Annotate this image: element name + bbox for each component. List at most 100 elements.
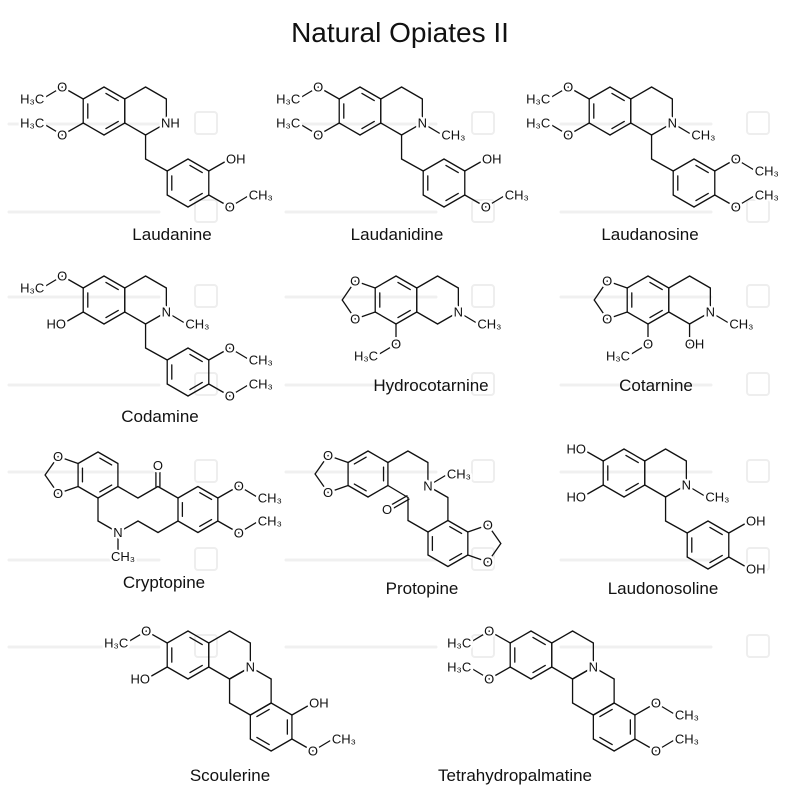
atom-label: N [418, 116, 427, 131]
bond-line [714, 158, 737, 172]
bond-line [464, 194, 487, 208]
atom-label: N [589, 660, 598, 675]
bond-line [626, 275, 649, 289]
atom-label: O [57, 128, 67, 143]
atom-label: N [454, 305, 463, 320]
watermark-camera-icon [471, 111, 495, 135]
bond-line [177, 520, 199, 534]
atom-label: O [323, 448, 333, 463]
atom-label: O [563, 128, 573, 143]
compound-name: Cryptopine [123, 573, 205, 592]
compound-name: Laudanine [132, 225, 211, 244]
bond-line [387, 495, 408, 508]
bond-line [485, 194, 507, 208]
bond-line [427, 554, 449, 568]
bond-line [124, 86, 147, 100]
bond-line [707, 520, 730, 534]
watermark-logo [284, 459, 495, 483]
bond-line [82, 275, 105, 289]
bond-line [228, 666, 252, 680]
bond-line [144, 311, 168, 325]
bond-line [671, 122, 694, 136]
bond-line [166, 666, 189, 680]
atom-label: CH₃ [755, 164, 779, 179]
atom-label: HO [130, 672, 150, 687]
atom-label: CH₃ [249, 188, 273, 203]
bond-line [166, 630, 189, 644]
compound-name: Cotarnine [619, 376, 693, 395]
atom-label: OH [746, 514, 766, 529]
bond-line [157, 520, 179, 534]
bond-line [672, 194, 695, 208]
bond-line [695, 164, 709, 174]
bond-line [397, 281, 411, 291]
bond-line [166, 347, 189, 361]
bond-line [630, 122, 653, 136]
bond-line [61, 311, 84, 325]
bond-line [208, 630, 231, 644]
atom-label: O [382, 502, 392, 517]
bond-line [606, 280, 628, 289]
atom-label: OH [226, 152, 246, 167]
atom-label: O [57, 80, 67, 95]
watermark-logo [559, 111, 770, 135]
watermark-camera-icon [746, 459, 770, 483]
watermark-logo [284, 284, 495, 308]
bond-line [367, 450, 389, 464]
bond-line [609, 86, 632, 100]
atom-label: O [225, 389, 235, 404]
bond-line [709, 554, 723, 564]
bond-line [249, 666, 272, 680]
bond-line [387, 450, 409, 464]
bond-line [165, 311, 188, 325]
bond-line [354, 280, 376, 289]
bond-line [735, 194, 757, 208]
bond-line [599, 708, 613, 718]
bond-line [327, 484, 349, 494]
bond-line [464, 158, 487, 172]
bond-line [97, 520, 119, 534]
atom-label: O [484, 624, 494, 639]
bond-line [291, 738, 314, 752]
bond-line [144, 347, 168, 361]
bond-line [436, 311, 460, 325]
bond-line [144, 122, 168, 136]
watermark-camera-icon [471, 199, 495, 223]
bond-line [208, 158, 231, 172]
bond-line [374, 311, 397, 325]
watermark-logo [7, 199, 218, 223]
bond-line [44, 474, 59, 495]
bond-line [338, 86, 361, 100]
bond-line [238, 520, 260, 534]
bond-line [77, 485, 99, 499]
watermark-camera-icon [194, 459, 218, 483]
bond-line [208, 666, 231, 680]
bond-line [361, 120, 375, 130]
bond-line [374, 275, 397, 289]
atom-label: CH₃ [441, 128, 465, 143]
bond-line [397, 309, 411, 319]
bond-line [488, 630, 511, 644]
bond-line [457, 311, 480, 325]
bond-line [124, 311, 147, 325]
atom-label: CH₃ [729, 317, 753, 332]
bond-line [270, 702, 293, 716]
atom-label: O [731, 152, 741, 167]
bond-line [509, 666, 532, 680]
atom-label: O [234, 479, 244, 494]
bond-line [599, 736, 613, 746]
atom-label: O [651, 696, 661, 711]
atom-label: H₃C [276, 116, 300, 131]
bond-line [530, 666, 553, 680]
bond-line [187, 194, 210, 208]
bond-line [445, 192, 459, 202]
bond-line [208, 194, 231, 208]
atom-label: N [706, 305, 715, 320]
bond-line [626, 311, 649, 325]
atom-label: OH [685, 337, 705, 352]
bond-line [61, 122, 84, 136]
bond-line [61, 86, 84, 100]
watermark-logo [7, 547, 218, 571]
bond-line [449, 525, 463, 535]
